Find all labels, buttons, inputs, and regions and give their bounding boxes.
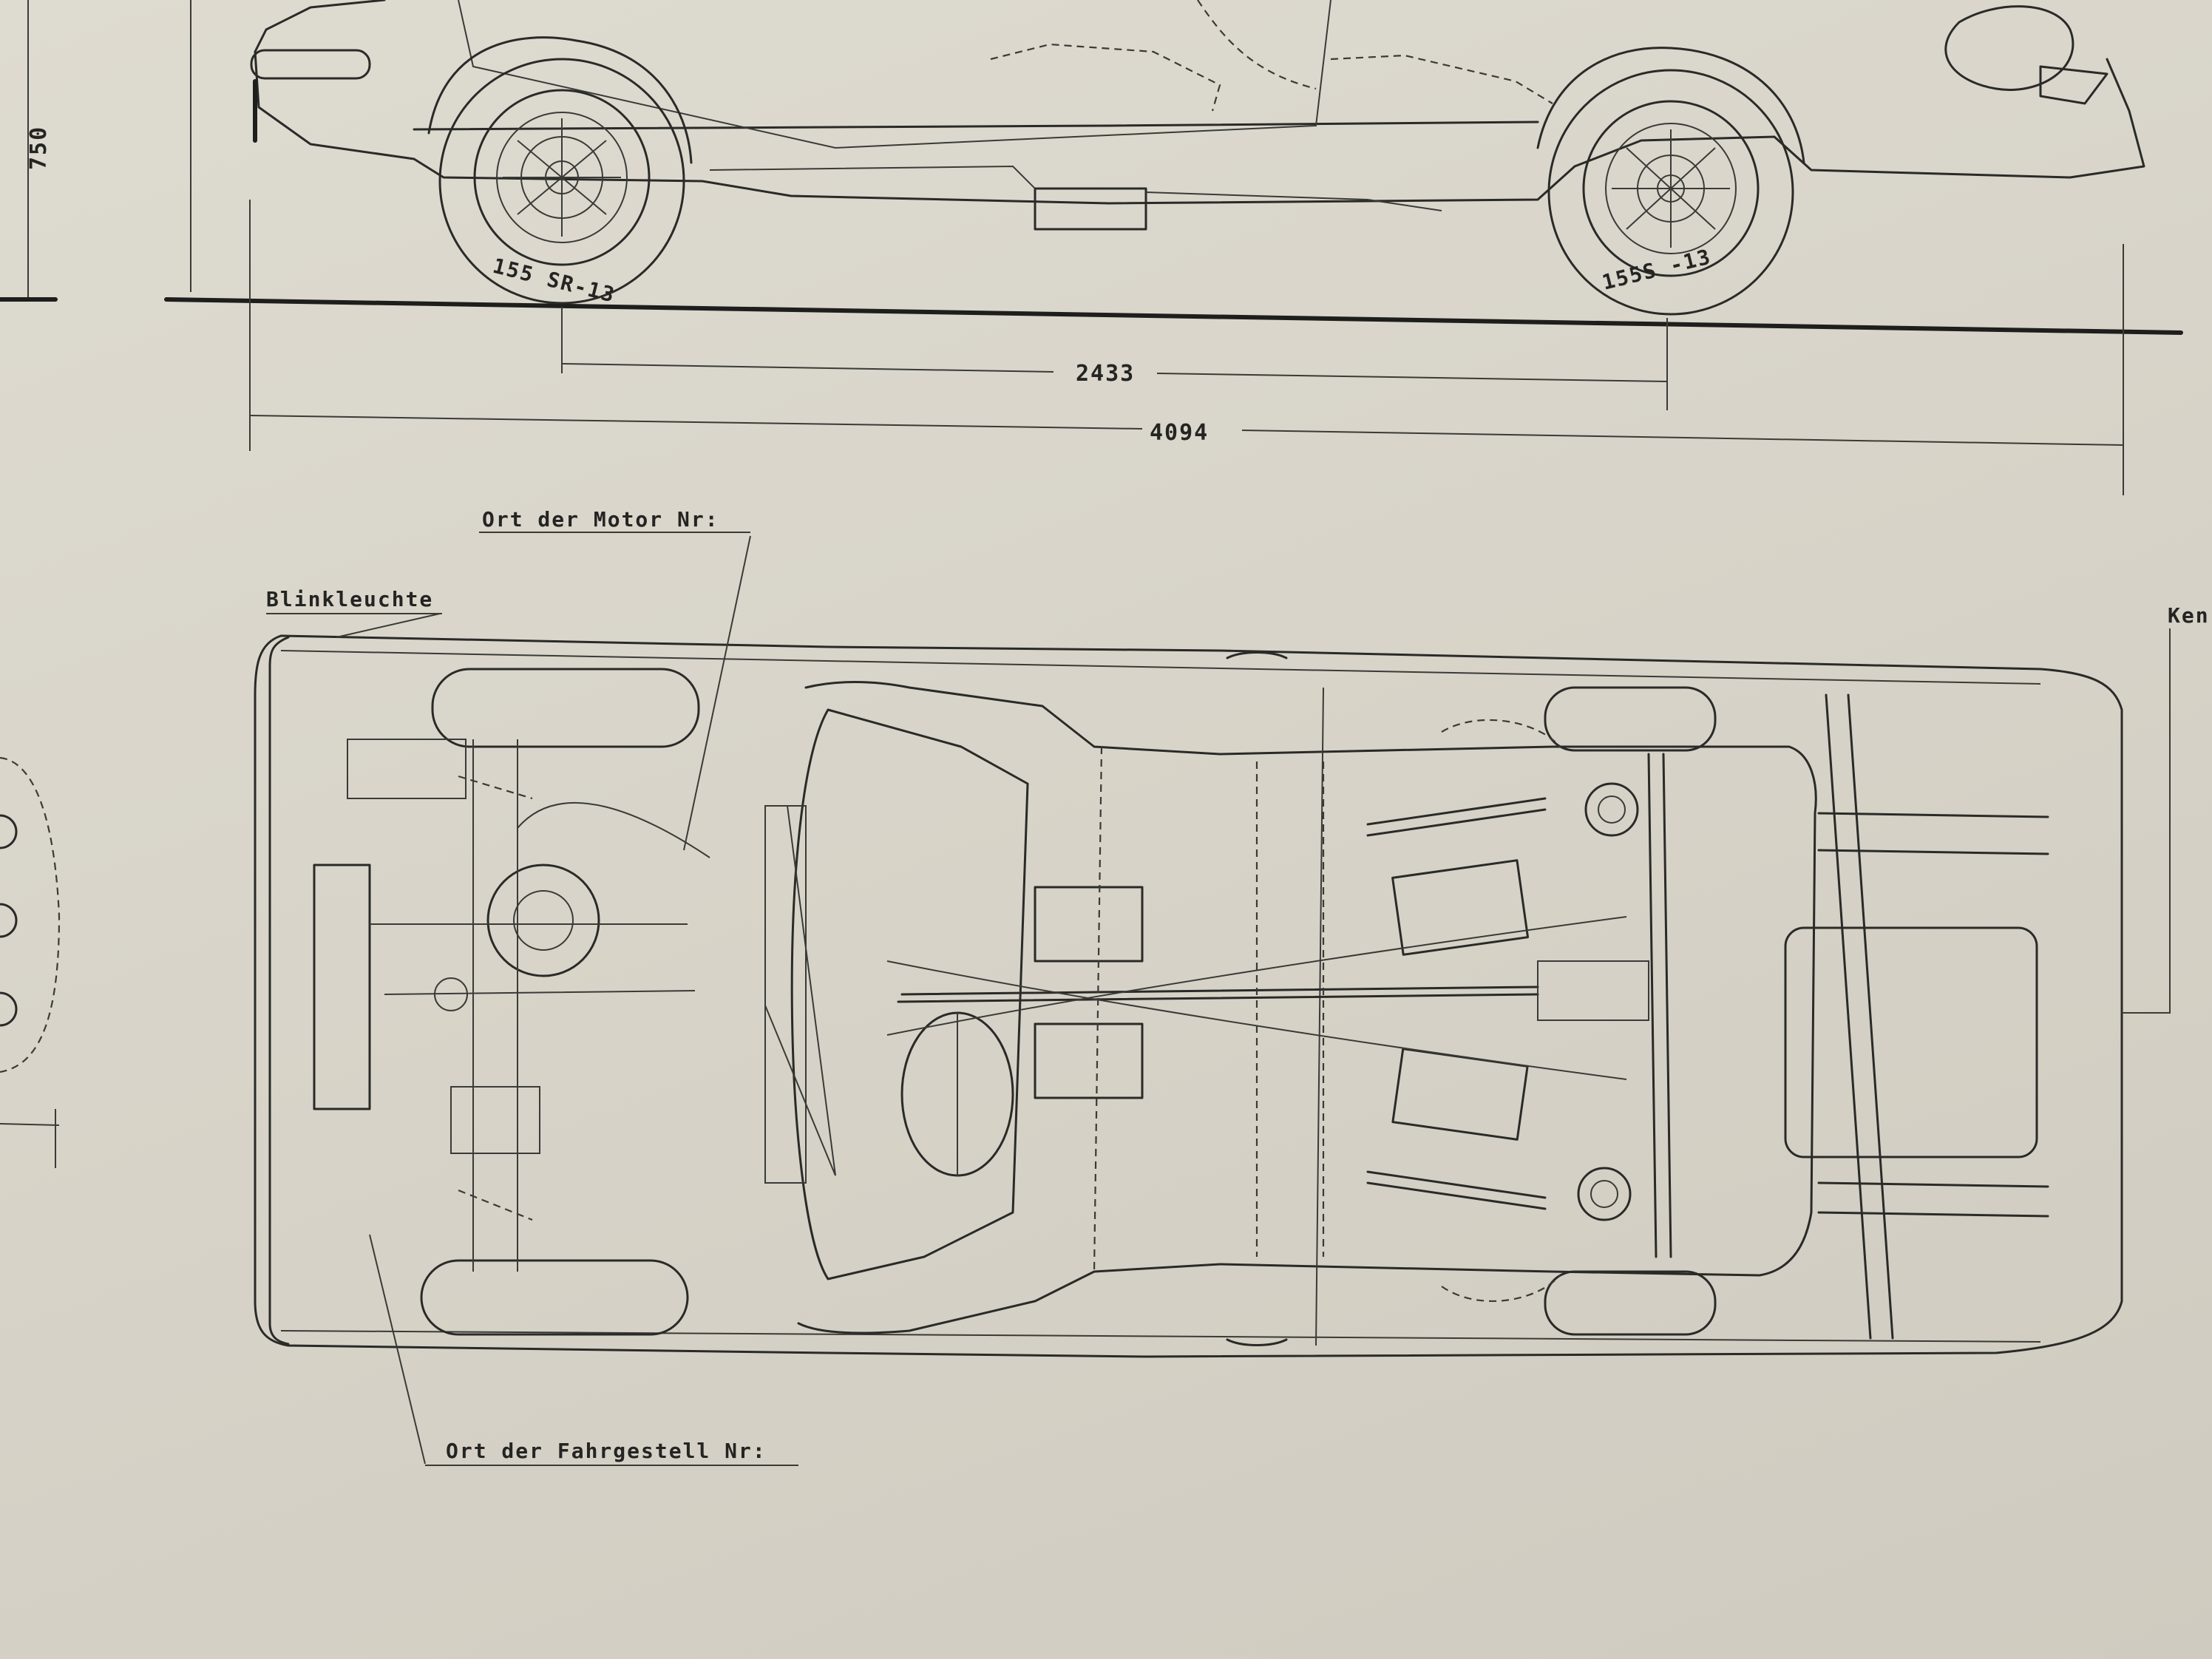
- side-view-drawing: 155 SR-13 155S -13 750 2433 4094: [0, 0, 2183, 495]
- cowl-grille: [764, 805, 807, 1184]
- label-blinkleuchte: Blinkleuchte: [266, 587, 433, 611]
- length-line-right: [1241, 430, 2124, 446]
- rear-spring-left-inner: [1598, 795, 1626, 824]
- rear-bumper: [2039, 65, 2108, 105]
- front-component: [450, 1086, 540, 1154]
- engine-pulley: [486, 864, 600, 977]
- rear-spring-right-inner: [1590, 1180, 1618, 1208]
- seat-rear-left: [1391, 859, 1530, 956]
- door-handle-top: [1226, 651, 1288, 659]
- rear-trailing-arms: [1366, 797, 1547, 1210]
- side-seats-dashed: [990, 43, 1553, 112]
- differential: [1537, 960, 1649, 1021]
- front-lamp-1: [0, 814, 18, 849]
- rear-cross-member: [1825, 693, 1894, 1340]
- front-chassis-lines: [370, 739, 710, 1272]
- windscreen: [790, 708, 1029, 1280]
- label-right-cut: Ken: [2168, 603, 2210, 628]
- side-spare-wheel: [1944, 5, 2074, 91]
- engine-pulley-inner: [513, 890, 574, 951]
- rear-trunk-outline: [1784, 926, 2038, 1158]
- label-motor-nr: Ort der Motor Nr:: [482, 507, 719, 532]
- cabin-outline: [797, 681, 1817, 1334]
- leader-fahrgestell-nr: [369, 1234, 426, 1465]
- wheelbase-line-right: [1156, 373, 1668, 382]
- radiator: [313, 864, 371, 1110]
- side-exhaust: [709, 165, 1442, 211]
- side-door-dashed: [1197, 0, 1317, 90]
- b-pillar-line: [1315, 687, 1324, 1346]
- top-rear-wheel-right: [1544, 1270, 1717, 1336]
- leader-blinkleuchte: [336, 613, 441, 638]
- side-muffler: [1034, 187, 1147, 231]
- top-body-inner: [280, 650, 2041, 1343]
- top-body-outline: [254, 634, 2123, 1358]
- length-line-left: [249, 415, 1143, 430]
- front-dashed-parts: [458, 775, 533, 1221]
- front-tyre-label: 155 SR-13: [490, 254, 618, 308]
- side-body-rear: [1573, 58, 2145, 179]
- wiper-right: [764, 1005, 836, 1176]
- label-fahrgestell-nr: Ort der Fahrgestell Nr:: [446, 1439, 767, 1463]
- front-bumper: [250, 49, 371, 80]
- height-dim-label: 750: [26, 126, 52, 170]
- door-handle-bottom: [1226, 1338, 1288, 1346]
- top-front-wheel-right: [420, 1259, 689, 1336]
- drive-shaft: [897, 985, 1539, 1003]
- seat-front-left: [1034, 886, 1144, 963]
- front-wheel: [438, 58, 685, 305]
- rear-spring-right: [1577, 1167, 1632, 1221]
- top-front-wheel-left: [431, 668, 700, 748]
- rear-wheel-arch: [1536, 47, 1805, 164]
- exhaust-pipes: [1817, 812, 2049, 1218]
- rear-axle: [1647, 753, 1672, 1258]
- leader-right: [2122, 628, 2171, 1014]
- door-trim-dashed: [1441, 719, 1561, 1302]
- length-dim-label: 4094: [1150, 420, 1209, 446]
- side-body-lower: [254, 0, 1576, 205]
- battery: [347, 739, 467, 799]
- floor-dashed: [1093, 746, 1325, 1272]
- front-view-outline: [0, 756, 61, 1073]
- seat-front-right: [1034, 1022, 1144, 1099]
- front-view-fragment: [0, 756, 61, 1168]
- wheelbase-line-left: [561, 363, 1054, 373]
- leader-motor-nr: [683, 535, 751, 851]
- rear-spring-left: [1584, 782, 1639, 837]
- wiper-left: [787, 805, 836, 1176]
- side-interior: [458, 0, 1331, 149]
- wheelbase-dim-label: 2433: [1076, 361, 1135, 387]
- rear-wheel: [1547, 69, 1794, 316]
- front-view-dim: [0, 1123, 60, 1126]
- side-sill-line: [413, 121, 1539, 131]
- front-wheel-arch: [427, 36, 693, 164]
- top-view-drawing: Ort der Motor Nr: Blinkleuchte Ort der F…: [254, 507, 2210, 1466]
- front-lamp-2: [0, 903, 18, 938]
- ground-line: [164, 297, 2183, 335]
- top-rear-wheel-left: [1544, 686, 1717, 752]
- top-front-bumper: [268, 636, 290, 1346]
- front-lamp-3: [0, 991, 18, 1027]
